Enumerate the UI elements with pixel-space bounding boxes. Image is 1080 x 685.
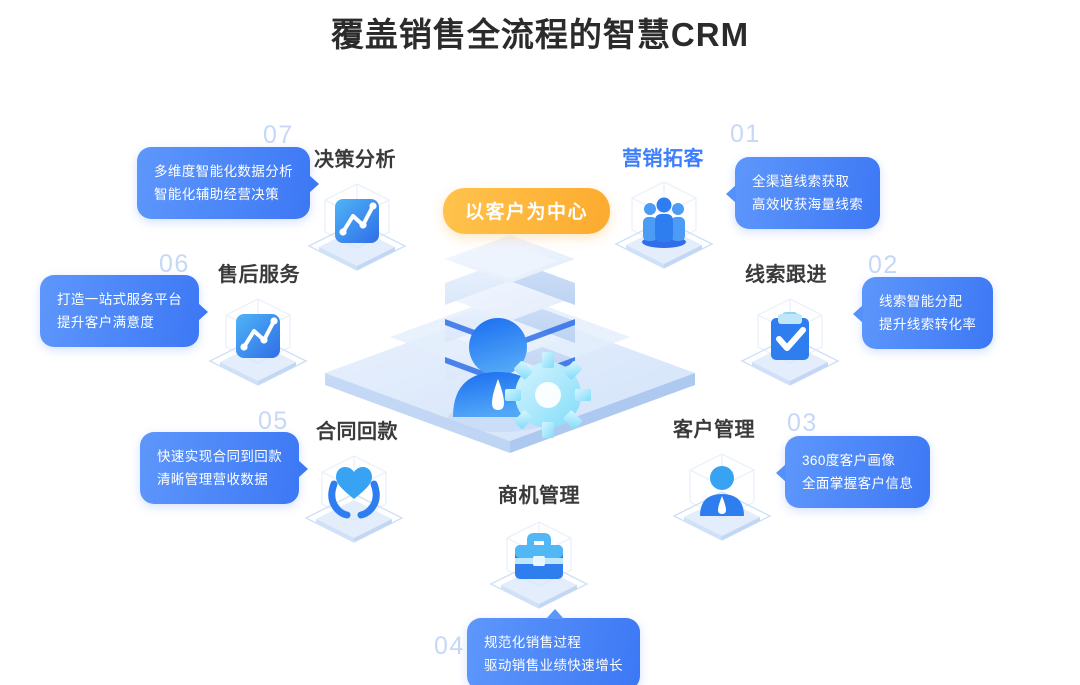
heart-in-hands-icon [298, 442, 410, 546]
node-label-opportunity-management: 商机管理 [498, 485, 580, 507]
center-illustration [310, 205, 710, 455]
callout-decision-analysis: 多维度智能化数据分析 智能化辅助经营决策 [137, 147, 319, 220]
callout-line: 提升客户满意度 [57, 315, 155, 331]
step-number-03: 03 [787, 409, 818, 437]
callout-opportunity-management: 规范化销售过程 驱动销售业绩快速增长 [467, 608, 640, 685]
callout-customer-management: 360度客户画像 全面掌握客户信息 [775, 436, 931, 509]
group-people-icon [608, 168, 720, 272]
callout-line: 线索智能分配 [879, 294, 963, 309]
node-label-marketing: 营销拓客 [622, 148, 704, 170]
step-number-04: 04 [434, 632, 465, 660]
callout-line: 驱动销售业绩快速增长 [484, 658, 623, 674]
node-label-customer-management: 客户管理 [673, 419, 755, 441]
callout-contract-payment: 快速实现合同到回款 清晰管理营收数据 [140, 432, 309, 505]
callout-line: 高效收获海量线索 [752, 197, 864, 213]
callout-line: 全面掌握客户信息 [802, 476, 914, 492]
clipboard-check-icon [734, 285, 846, 389]
callout-marketing: 全渠道线索获取 高效收获海量线索 [725, 157, 881, 230]
callout-line: 全渠道线索获取 [752, 174, 850, 189]
step-number-01: 01 [730, 120, 761, 148]
node-label-lead-follow-up: 线索跟进 [745, 264, 827, 286]
step-number-05: 05 [258, 407, 289, 435]
callout-line: 360度客户画像 [802, 453, 896, 468]
chart-line-icon [202, 285, 314, 389]
node-label-decision-analysis: 决策分析 [314, 149, 396, 171]
chart-line-icon [301, 170, 413, 274]
callout-line: 打造一站式服务平台 [57, 292, 183, 307]
callout-line: 清晰管理营收数据 [157, 472, 269, 488]
step-number-07: 07 [263, 121, 294, 149]
callout-line: 提升线索转化率 [879, 317, 977, 333]
callout-line: 智能化辅助经营决策 [154, 187, 280, 203]
callout-line: 规范化销售过程 [484, 635, 582, 650]
callout-line: 多维度智能化数据分析 [154, 164, 293, 179]
callout-line: 快速实现合同到回款 [157, 449, 283, 464]
node-label-after-sales-service: 售后服务 [218, 264, 300, 286]
callout-after-sales-service: 打造一站式服务平台 提升客户满意度 [40, 275, 209, 348]
step-number-06: 06 [159, 250, 190, 278]
briefcase-icon [483, 508, 595, 612]
person-tie-icon [666, 440, 778, 544]
center-badge: 以客户为中心 [443, 188, 611, 234]
page-title: 覆盖销售全流程的智慧CRM [330, 16, 750, 53]
callout-lead-follow-up: 线索智能分配 提升线索转化率 [852, 277, 994, 350]
node-label-contract-payment: 合同回款 [316, 421, 398, 443]
step-number-02: 02 [868, 251, 899, 279]
